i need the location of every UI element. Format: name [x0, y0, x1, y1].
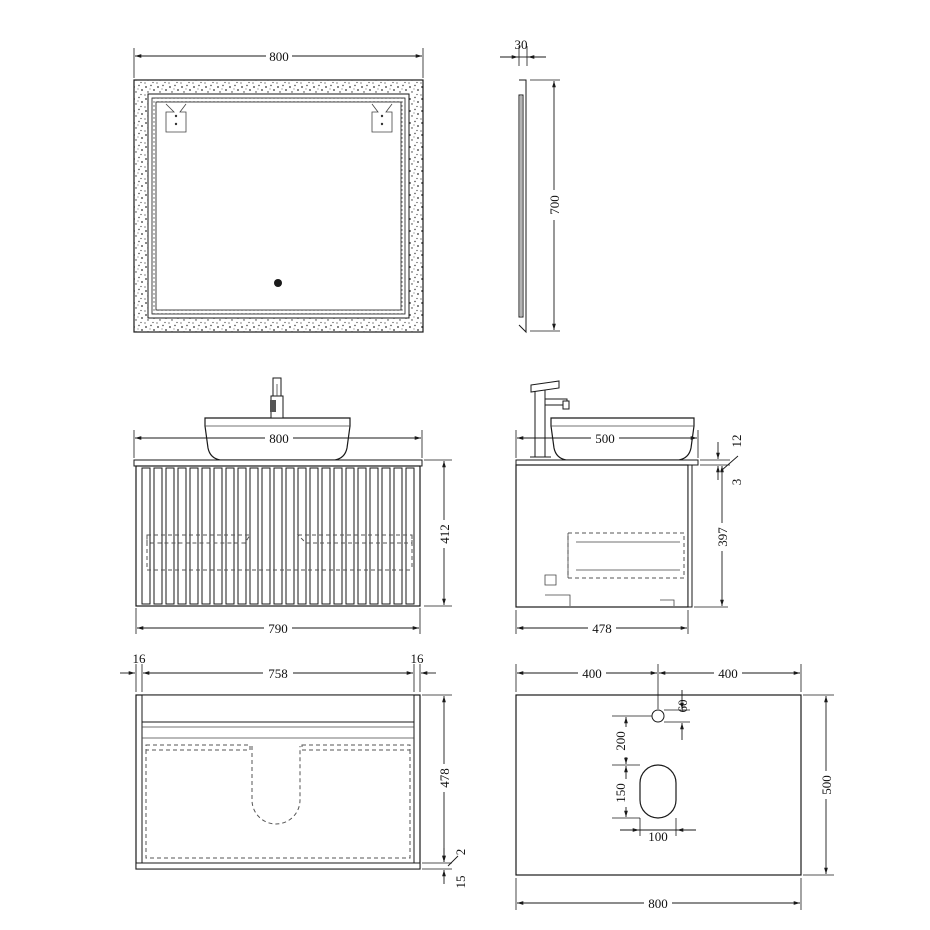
cabinet-height-label: 397 [715, 527, 730, 547]
cabinet-depth-dimension: 478 [515, 610, 689, 636]
flute-slat [309, 467, 319, 605]
vanity-side-view [515, 380, 699, 608]
flute-slat [213, 467, 223, 605]
waste-width-label: 100 [648, 829, 668, 844]
left-offset-label: 400 [582, 666, 602, 681]
flute-slat [405, 467, 415, 605]
vanity-height-dimension: 412 [424, 459, 452, 607]
flute-slat [321, 467, 331, 605]
top-thickness-dimension: 12 3 [700, 435, 744, 486]
basin-depth-label: 500 [595, 431, 615, 446]
side-right-label: 16 [411, 651, 425, 666]
vanity-front-view [133, 377, 423, 607]
cabinet-plan-view [135, 694, 421, 870]
back-gap-label: 2 [453, 849, 468, 856]
fluted-door-panel [135, 465, 421, 607]
cabinet-depth-label: 478 [592, 621, 612, 636]
tap-hole-dimension: 60 [664, 690, 690, 740]
cabinet-plan-depth-label: 478 [437, 768, 452, 788]
countertop-depth-label: 500 [819, 775, 834, 795]
tap-to-waste-label: 200 [613, 731, 628, 751]
mirror-front-view [133, 79, 424, 333]
waste-width-dimension: 100 [620, 818, 696, 844]
waste-height-label: 150 [613, 783, 628, 803]
cabinet-plan-width-dimensions: 16 758 16 [120, 651, 436, 692]
flute-slat [237, 467, 247, 605]
vanity-top-width-label: 800 [269, 431, 289, 446]
gap-label: 3 [729, 479, 744, 486]
flute-slat [333, 467, 343, 605]
side-left-label: 16 [133, 651, 147, 666]
tap-hole-icon [651, 709, 665, 723]
cabinet-height-dimension: 397 [694, 466, 730, 608]
flute-slat [381, 467, 391, 605]
flute-slat [153, 467, 163, 605]
flute-slat [369, 467, 379, 605]
edge-label: 15 [453, 876, 468, 889]
mirror-width-dimension: 800 [133, 48, 424, 78]
top-thickness-label: 12 [729, 435, 744, 448]
mirror-depth-dimension: 30 [500, 37, 546, 66]
waste-outlet-icon [639, 764, 677, 819]
cabinet-width-dimension: 790 [135, 608, 421, 636]
flute-slat [201, 467, 211, 605]
basin-side [550, 417, 695, 461]
mirror-bracket-left [165, 103, 187, 133]
flute-slat [165, 467, 175, 605]
countertop-width-label: 800 [648, 896, 668, 911]
flute-slat [297, 467, 307, 605]
flute-slat [189, 467, 199, 605]
flute-slat [141, 467, 151, 605]
flute-slat [393, 467, 403, 605]
vanity-top-width-dimension: 800 [133, 430, 423, 458]
drawer-side-outline [544, 532, 685, 606]
touch-switch-icon [274, 279, 282, 287]
countertop-offset-dimensions: 400 400 [515, 664, 802, 709]
flute-slat [345, 467, 355, 605]
cabinet-plan-depth-dimension: 478 2 15 [422, 694, 468, 889]
mirror-side-view [518, 79, 527, 334]
countertop-width-dimension: 800 [515, 878, 802, 911]
faucet-side [530, 380, 570, 458]
mirror-bracket-right [371, 103, 393, 133]
countertop-depth-dimension: 500 [803, 694, 834, 876]
mirror-height-label: 700 [547, 195, 562, 215]
flute-slat [273, 467, 283, 605]
flute-slat [357, 467, 367, 605]
vanity-height-label: 412 [437, 524, 452, 544]
flute-slat [261, 467, 271, 605]
mirror-height-dimension: 700 [530, 79, 562, 332]
inner-width-label: 758 [268, 666, 288, 681]
countertop-plan-view [515, 694, 802, 876]
flute-slat [249, 467, 259, 605]
internal-drawer-outline [146, 534, 413, 571]
flute-slat [285, 467, 295, 605]
flute-slat [225, 467, 235, 605]
faucet-front [270, 377, 284, 419]
cabinet-width-label: 790 [268, 621, 288, 636]
basin-depth-dimension: 500 [515, 430, 699, 458]
mirror-width-label: 800 [269, 49, 289, 64]
tap-hole-label: 60 [675, 700, 690, 713]
mirror-depth-label: 30 [515, 37, 528, 52]
right-offset-label: 400 [718, 666, 738, 681]
flute-slat [177, 467, 187, 605]
tap-to-waste-dimension: 200 150 [612, 715, 652, 819]
